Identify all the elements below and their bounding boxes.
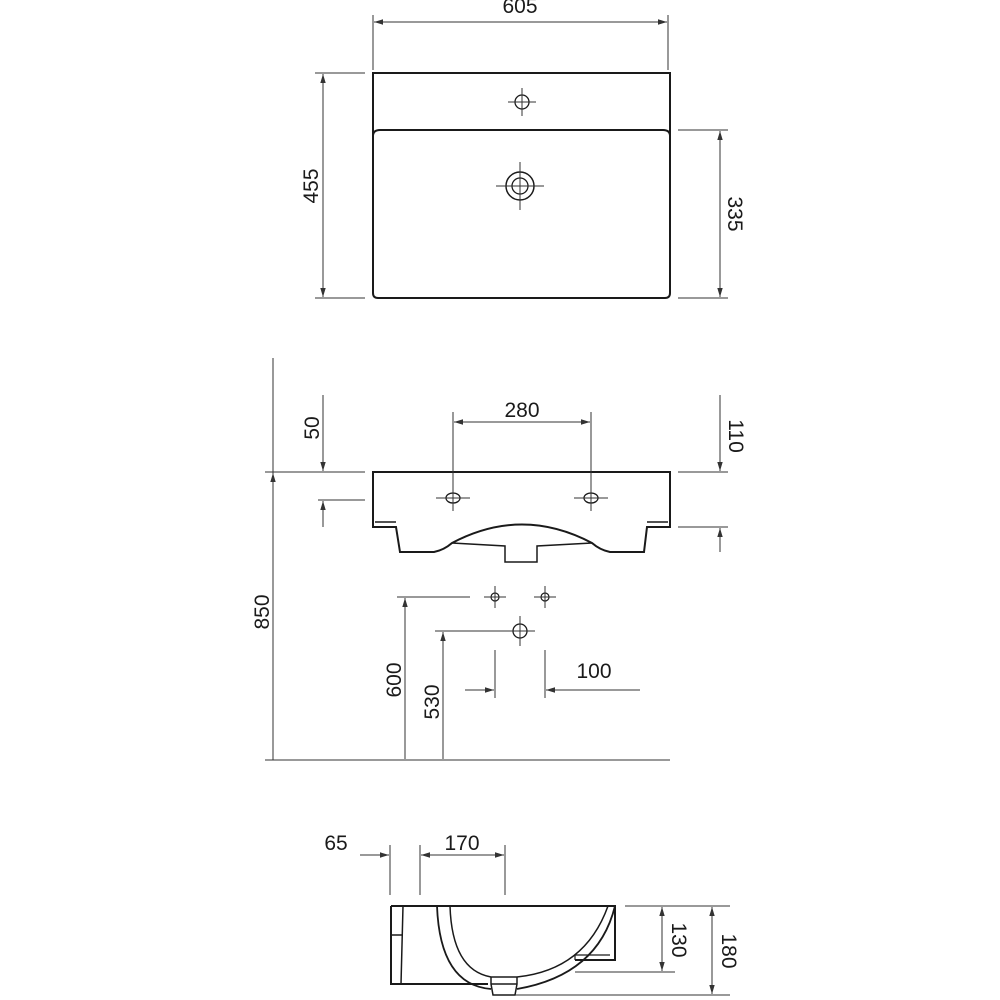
dim-total-height: 180 — [717, 933, 740, 968]
dim-top-offset: 50 — [301, 416, 324, 439]
dim-depth: 455 — [300, 168, 323, 203]
dim-bowl-depth: 130 — [667, 922, 690, 957]
dim-thickness: 110 — [724, 419, 747, 452]
dim-width: 605 — [502, 0, 537, 18]
dim-supply-height: 600 — [383, 662, 406, 697]
dim-basin-depth: 335 — [723, 196, 746, 231]
supply-point-icon — [534, 586, 556, 608]
supply-point-icon — [484, 586, 506, 608]
tap-hole-icon — [508, 88, 536, 116]
side-view: 65 170 130 180 — [324, 832, 740, 996]
drain-point-icon — [505, 616, 535, 646]
dim-tap-spacing: 280 — [504, 399, 539, 422]
dim-mount-height: 850 — [251, 594, 274, 629]
drain-icon — [496, 162, 544, 210]
dim-offset: 65 — [324, 832, 347, 855]
dim-supply-spacing: 100 — [576, 660, 611, 683]
top-view: 605 455 335 — [300, 0, 746, 299]
dim-drain-offset: 170 — [444, 832, 479, 855]
dim-drain-height: 530 — [421, 684, 444, 719]
front-view: 280 50 110 850 600 530 100 — [251, 358, 747, 761]
